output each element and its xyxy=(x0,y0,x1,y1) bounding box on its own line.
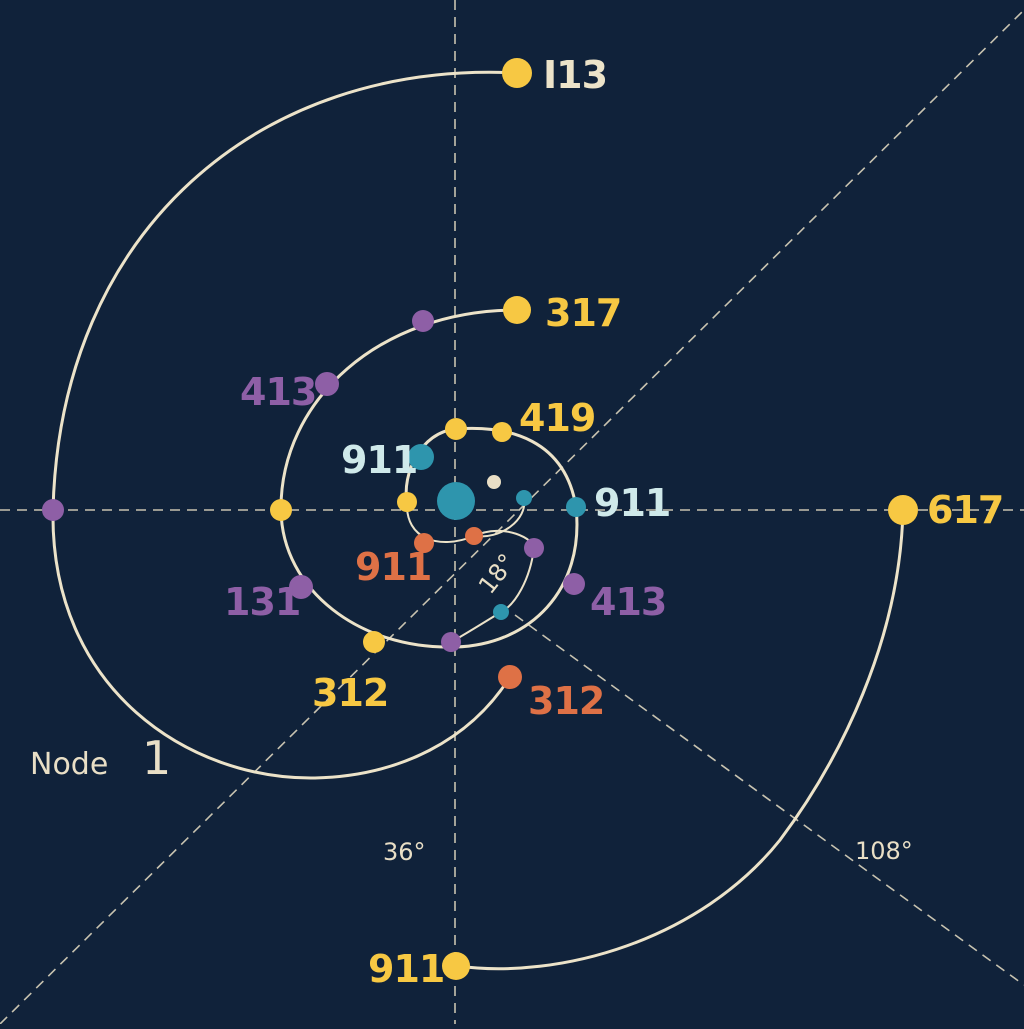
label-911-orange: 911 xyxy=(355,545,431,589)
diagonal-guide-line xyxy=(0,9,1024,1025)
node-small-teal-lower xyxy=(493,604,509,620)
node-caption-word: Node xyxy=(30,747,108,782)
node-orange-small xyxy=(465,527,483,545)
node-413-right xyxy=(563,573,585,595)
node-911-orange xyxy=(414,533,434,553)
node-911-left xyxy=(408,444,434,470)
node-purple-top xyxy=(412,310,434,332)
label-911-left: 911 xyxy=(341,438,417,482)
spiral-lower-arm xyxy=(456,509,905,971)
label-413-right: 413 xyxy=(590,580,666,624)
node-caption-number: 1 xyxy=(142,731,171,785)
node-113 xyxy=(502,58,532,88)
node-312-yellow xyxy=(363,631,385,653)
node-131 xyxy=(289,575,313,599)
node-413-left xyxy=(315,372,339,396)
label-317: 317 xyxy=(545,291,621,335)
node-911-bottom xyxy=(442,952,470,980)
node-purple-bottom xyxy=(441,632,461,652)
node-purple-inner-right xyxy=(524,538,544,558)
diagonal-guide-line-108 xyxy=(514,614,1024,986)
angle-label-108: 108° xyxy=(855,837,913,865)
node-small-cream xyxy=(487,475,501,489)
spiral-middle-arm xyxy=(279,308,579,649)
node-617 xyxy=(888,495,918,525)
node-317 xyxy=(503,296,531,324)
spiral-outer-arm xyxy=(51,70,518,780)
label-911-bottom: 911 xyxy=(368,947,444,991)
label-419: 419 xyxy=(519,396,595,440)
center-node xyxy=(437,482,475,520)
label-617: 617 xyxy=(927,488,1003,532)
node-small-teal xyxy=(516,490,532,506)
node-419 xyxy=(492,422,512,442)
label-312-orange: 312 xyxy=(528,679,604,723)
label-131: 131 xyxy=(224,580,300,624)
label-113: I13 xyxy=(543,53,607,97)
node-yellow-middle-left xyxy=(270,499,292,521)
node-911-right xyxy=(566,497,586,517)
node-purple-far-left xyxy=(42,499,64,521)
label-413-left: 413 xyxy=(240,370,316,414)
label-911-right: 911 xyxy=(594,481,670,525)
label-312-yellow: 312 xyxy=(312,671,388,715)
node-yellow-inner-top xyxy=(445,418,467,440)
node-yellow-inner-left xyxy=(397,492,417,512)
angle-label-36: 36° xyxy=(383,838,426,866)
node-312-orange xyxy=(498,665,522,689)
